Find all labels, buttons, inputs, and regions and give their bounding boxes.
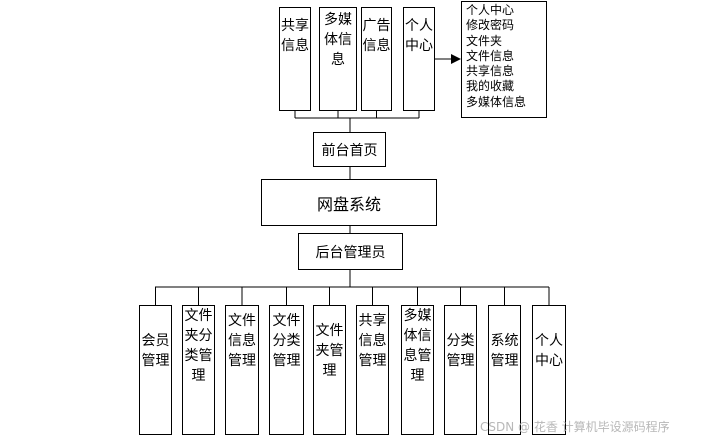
admin-module-label: 文件夹管理 [315,323,344,379]
front-module-label: 共享信息 [281,18,309,54]
system-label: 网盘系统 [316,194,381,214]
personal-center-item: 我的收藏 [466,79,515,94]
admin-module-folder-category-mgmt: 文件夹分类管理 [182,305,215,435]
personal-center-item: 文件信息 [466,48,515,63]
front-module-label: 个人中心 [405,18,433,54]
personal-center-item-list: 个人中心 修改密码 文件夹 文件信息 共享信息 我的收藏 多媒体信息 [466,3,526,110]
personal-center-item: 共享信息 [466,64,515,79]
admin-module-label: 个人中心 [535,333,563,369]
front-module-shared-info: 共享信息 [279,7,311,111]
admin-label: 后台管理员 [315,244,386,261]
admin-module-multimedia-info-mgmt: 多媒体信息管理 [401,305,434,435]
front-home-node: 前台首页 [313,132,386,167]
admin-module-system-mgmt: 系统管理 [488,305,521,435]
front-module-label: 广告信息 [362,18,391,54]
admin-module-label: 系统管理 [490,333,519,369]
admin-module-folder-mgmt: 文件夹管理 [313,305,346,435]
admin-module-label: 多媒体信息管理 [403,308,432,384]
front-module-personal-center: 个人中心 [403,7,435,111]
admin-module-label: 分类管理 [446,333,475,369]
system-node: 网盘系统 [261,179,437,226]
personal-center-item: 多媒体信息 [466,94,527,109]
admin-module-member-mgmt: 会员管理 [139,305,172,435]
arrow-head [451,54,461,64]
front-module-multimedia-info: 多媒体信息 [319,7,357,111]
admin-module-label: 共享信息管理 [358,313,387,369]
admin-module-label: 文件夹分类管理 [184,308,213,384]
admin-module-category-mgmt: 分类管理 [444,305,477,435]
personal-center-items-box: 个人中心 修改密码 文件夹 文件信息 共享信息 我的收藏 多媒体信息 [461,1,547,118]
admin-module-shared-info-mgmt: 共享信息管理 [356,305,389,435]
admin-module-file-info-mgmt: 文件信息管理 [225,305,259,435]
admin-module-label: 文件信息管理 [228,313,256,369]
front-module-label: 多媒体信息 [324,12,352,68]
personal-center-item: 文件夹 [466,33,503,48]
admin-module-label: 文件分类管理 [272,313,301,369]
admin-module-file-category-mgmt: 文件分类管理 [269,305,304,435]
front-module-ad-info: 广告信息 [361,7,392,111]
personal-center-item: 个人中心 [466,3,515,17]
admin-module-personal-center: 个人中心 [532,305,566,435]
admin-node: 后台管理员 [298,233,403,270]
admin-module-label: 会员管理 [141,333,170,369]
watermark: CSDN @ 花香 计算机毕设源码程序 [480,420,670,434]
personal-center-item: 修改密码 [466,18,515,33]
front-home-label: 前台首页 [321,142,378,159]
